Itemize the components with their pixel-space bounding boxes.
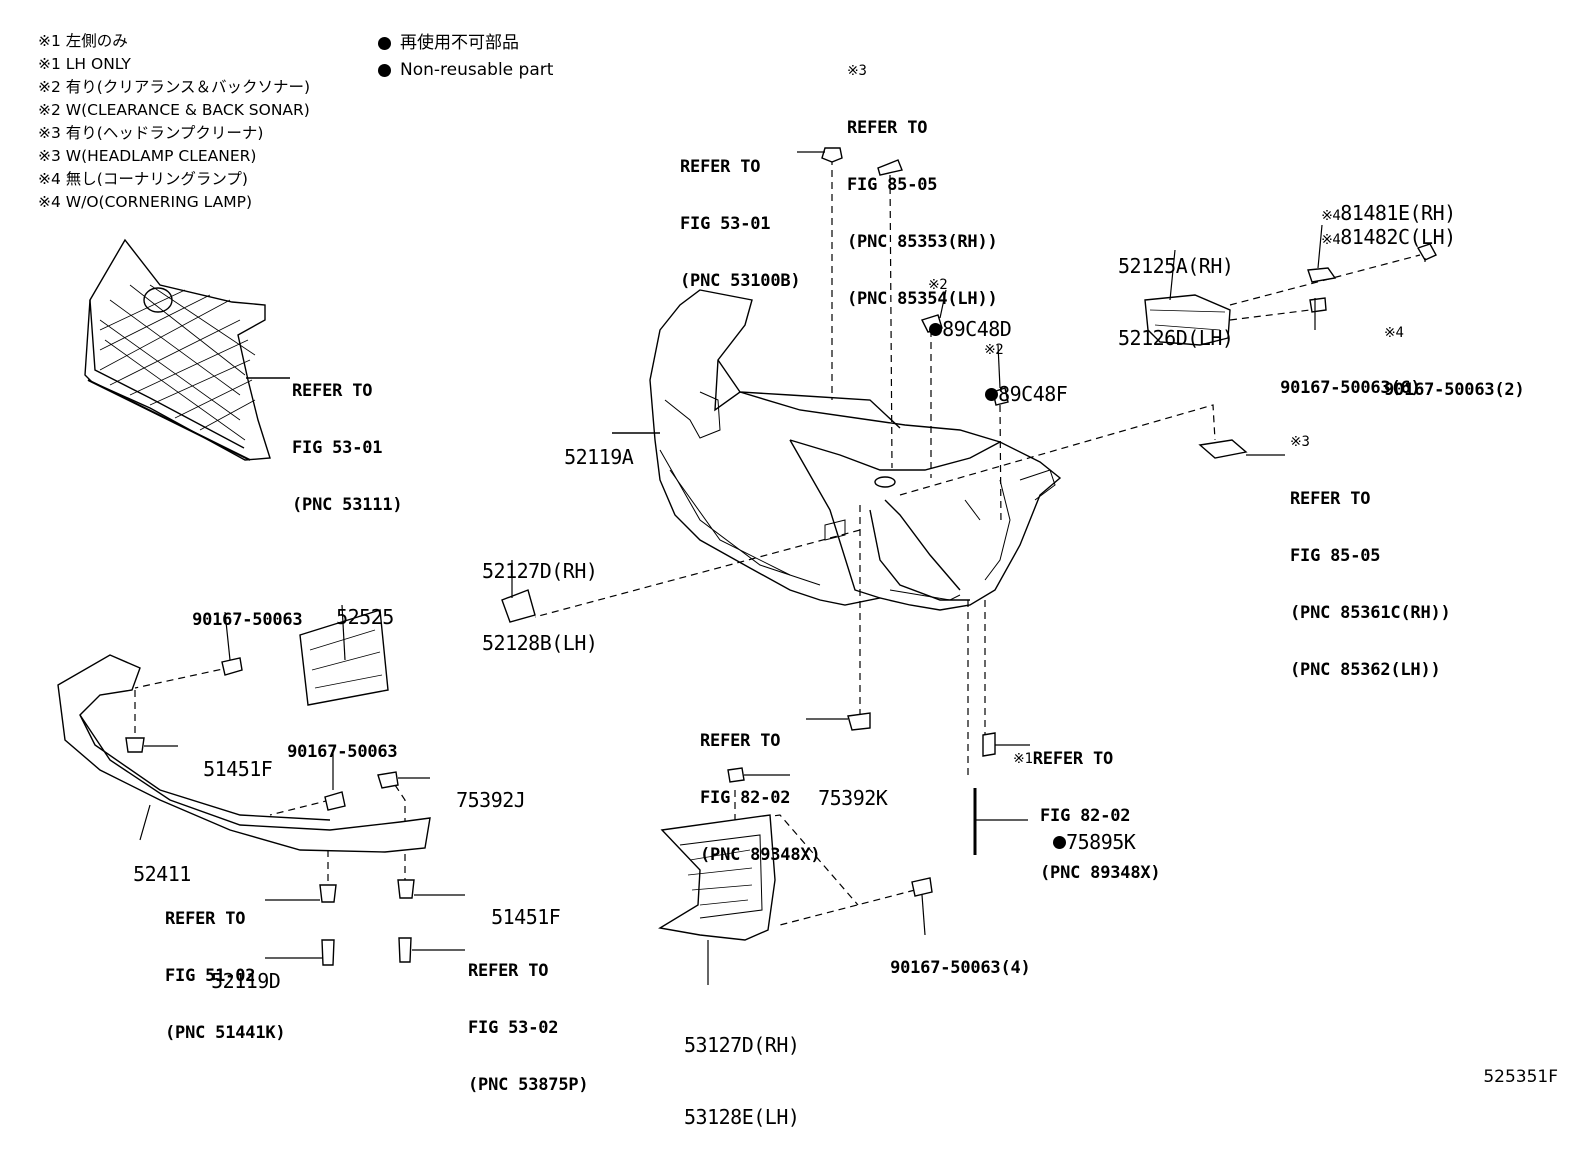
label-sonar-d[interactable]: ※2 89C48D xyxy=(928,277,1012,341)
label-lamp-lh[interactable]: ※481482C(LH) xyxy=(1321,225,1456,249)
label-fig8202-left[interactable]: REFER TO FIG 82-02 (PNC 89348X) xyxy=(700,731,821,865)
diagram-code: 525351F xyxy=(1483,1067,1558,1087)
part-number: 81482C(LH) xyxy=(1340,225,1456,249)
label-screw-left-mid[interactable]: 90167-50063 xyxy=(267,724,398,762)
part-number: 51451F xyxy=(203,757,273,781)
label-bumper[interactable]: 52119A xyxy=(541,424,634,469)
part-number: 52411 xyxy=(133,862,191,886)
label-75392k[interactable]: 75392K xyxy=(795,765,888,810)
non-reusable-dot-icon xyxy=(378,37,391,50)
legend-line: ※2 W(CLEARANCE & BACK SONAR) xyxy=(38,101,310,119)
part-number: 52525 xyxy=(336,605,394,629)
label-75392j[interactable]: 75392J xyxy=(433,767,526,812)
part-number: 75392K xyxy=(818,786,888,810)
non-reusable-legend: 再使用不可部品 Non-reusable part xyxy=(378,30,553,84)
part-number: 90167-50063(2) xyxy=(1384,380,1525,400)
part-number: 89C48D xyxy=(942,317,1012,341)
non-reusable-dot-icon xyxy=(985,388,999,401)
legend-line: ※1 LH ONLY xyxy=(38,55,131,73)
label-75895k[interactable]: 75895K xyxy=(1030,809,1136,854)
label-clip-51451-bot[interactable]: 51451F xyxy=(468,884,561,929)
parts-diagram xyxy=(57,147,1437,985)
part-number: 90167-50063 xyxy=(287,742,398,762)
part-number: 81481E(RH) xyxy=(1340,201,1456,225)
label-clip-51451-top[interactable]: 51451F xyxy=(180,736,273,781)
label-lamp-rh[interactable]: ※481481E(RH) xyxy=(1321,201,1456,225)
label-screw-left-top[interactable]: 90167-50063 xyxy=(172,592,303,630)
part-number: 89C48F xyxy=(998,382,1068,406)
label-spoiler[interactable]: 52411 xyxy=(110,841,191,885)
label-fig5301-grille[interactable]: REFER TO FIG 53-01 (PNC 53111) xyxy=(292,381,403,515)
label-screw-bracket[interactable]: 90167-50063(6) xyxy=(1260,360,1421,398)
part-number: 52119A xyxy=(564,445,634,469)
part-number: 90167-50063(6) xyxy=(1280,378,1421,398)
label-sonar-f[interactable]: ※2 89C48F xyxy=(984,342,1068,406)
legend-line: ※4 W/O(CORNERING LAMP) xyxy=(38,193,252,211)
label-retainer[interactable]: 52525 xyxy=(313,584,394,628)
legend: ※1 左側のみ ※1 LH ONLY ※2 有り(クリアランス＆バックソナー) … xyxy=(38,30,310,214)
non-reusable-jp: 再使用不可部品 xyxy=(400,33,519,53)
legend-line: ※3 W(HEADLAMP CLEANER) xyxy=(38,147,257,165)
label-tow-cover[interactable]: 52127D(RH) 52128B(LH) xyxy=(482,559,598,655)
legend-line: ※2 有り(クリアランス＆バックソナー) xyxy=(38,78,311,96)
label-fig5302[interactable]: REFER TO FIG 53-02 (PNC 53875P) xyxy=(468,961,589,1095)
grille-illustration xyxy=(84,238,271,461)
part-number: 52119D xyxy=(211,969,281,993)
label-fig5301-clip[interactable]: REFER TO FIG 53-01 (PNC 53100B) xyxy=(680,157,801,291)
label-fig8505-top[interactable]: ※3 REFER TO FIG 85-05 (PNC 85353(RH)) (P… xyxy=(847,63,998,309)
non-reusable-en: Non-reusable part xyxy=(400,60,554,80)
spoiler-illustration xyxy=(57,654,431,853)
fog-cover-illustration xyxy=(658,814,776,941)
label-52119d[interactable]: 52119D xyxy=(188,948,281,993)
part-number: 75392J xyxy=(456,788,526,812)
bumper-illustration xyxy=(649,289,1062,611)
leader-lines xyxy=(139,151,1426,985)
non-reusable-dot-icon xyxy=(929,323,943,336)
part-number: 75895K xyxy=(1066,830,1136,854)
legend-line: ※4 無し(コーナリングランプ) xyxy=(38,170,248,188)
part-number: 51451F xyxy=(491,905,561,929)
part-number: 90167-50063(4) xyxy=(890,958,1031,978)
legend-line: ※3 有り(ヘッドランプクリーナ) xyxy=(38,124,264,142)
label-fog-cover[interactable]: 53127D(RH) 53128E(LH) xyxy=(684,1033,800,1129)
label-screw-lamp[interactable]: ※4 90167-50063(2) xyxy=(1384,325,1525,400)
label-fig5102[interactable]: REFER TO FIG 51-02 (PNC 51441K) xyxy=(165,909,286,1043)
non-reusable-dot-icon xyxy=(1053,836,1067,849)
label-screw-bottom[interactable]: 90167-50063(4) xyxy=(870,940,1031,978)
legend-line: ※1 左側のみ xyxy=(38,32,128,50)
condition-mark: ※3 xyxy=(847,63,867,79)
non-reusable-dot-icon xyxy=(378,64,391,77)
part-number: 90167-50063 xyxy=(192,610,303,630)
label-fig8505-right[interactable]: ※3 REFER TO FIG 85-05 (PNC 85361C(RH)) (… xyxy=(1290,434,1451,680)
label-bracket[interactable]: 52125A(RH) 52126D(LH) xyxy=(1118,254,1234,350)
